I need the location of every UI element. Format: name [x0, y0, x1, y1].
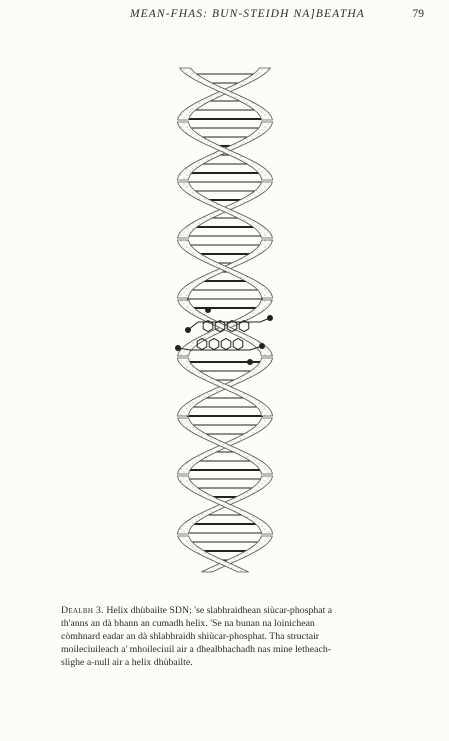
- base-ring: [220, 337, 232, 351]
- base-ring: [232, 337, 244, 351]
- page-number: 79: [412, 8, 425, 20]
- caption-line-1: Dealbh 3. Helix dhùbailte SDN; 'se slabh…: [61, 604, 393, 617]
- strand-band: [201, 535, 273, 573]
- caption-text-1: Helix dhùbailte SDN; 'se slabhraidhean s…: [103, 605, 333, 616]
- base-ring: [208, 337, 220, 351]
- strand-band: [177, 181, 273, 239]
- base-ring: [238, 319, 250, 333]
- phosphate-atom: [185, 327, 191, 333]
- sugar-phosphate-strand-front: [176, 121, 273, 535]
- strand-band: [176, 239, 273, 299]
- base-pair-rungs: [187, 73, 263, 561]
- backbone-bond: [177, 345, 263, 351]
- base-ring: [214, 319, 226, 333]
- strand-band: [176, 475, 273, 535]
- phosphate-atom: [205, 307, 211, 313]
- caption-line-4: moileciuileach a' mhoileciuil air a dhea…: [61, 644, 331, 656]
- base-ring: [226, 319, 238, 333]
- caption-line-3: còmhnard eadar an dà shlabhraidh shiùcar…: [61, 631, 320, 643]
- strand-band: [177, 417, 273, 475]
- strand-band: [177, 535, 249, 573]
- dna-double-helix-illustration: [175, 67, 274, 573]
- running-head: MEAN-FHAS: BUN-STEIDH NA]BEATHA: [130, 8, 365, 20]
- phosphate-atom: [259, 343, 265, 349]
- phosphate-atom: [267, 315, 273, 321]
- figure-caption: Dealbh 3. Helix dhùbailte SDN; 'se slabh…: [61, 604, 393, 669]
- molecular-structure-detail: [175, 307, 273, 365]
- strand-band: [178, 67, 273, 121]
- strand-band: [176, 357, 273, 417]
- caption-label: Dealbh 3.: [61, 605, 104, 616]
- phosphate-atom: [247, 359, 253, 365]
- caption-line-5: slighe a-null air a helix dhùbailte.: [61, 657, 193, 669]
- phosphate-atom: [175, 345, 181, 351]
- base-ring: [202, 319, 214, 333]
- backbone-bond: [187, 317, 271, 331]
- strand-band: [176, 121, 273, 181]
- caption-line-2: th'anns an dà bhann an cumadh helix. 'Se…: [61, 618, 315, 630]
